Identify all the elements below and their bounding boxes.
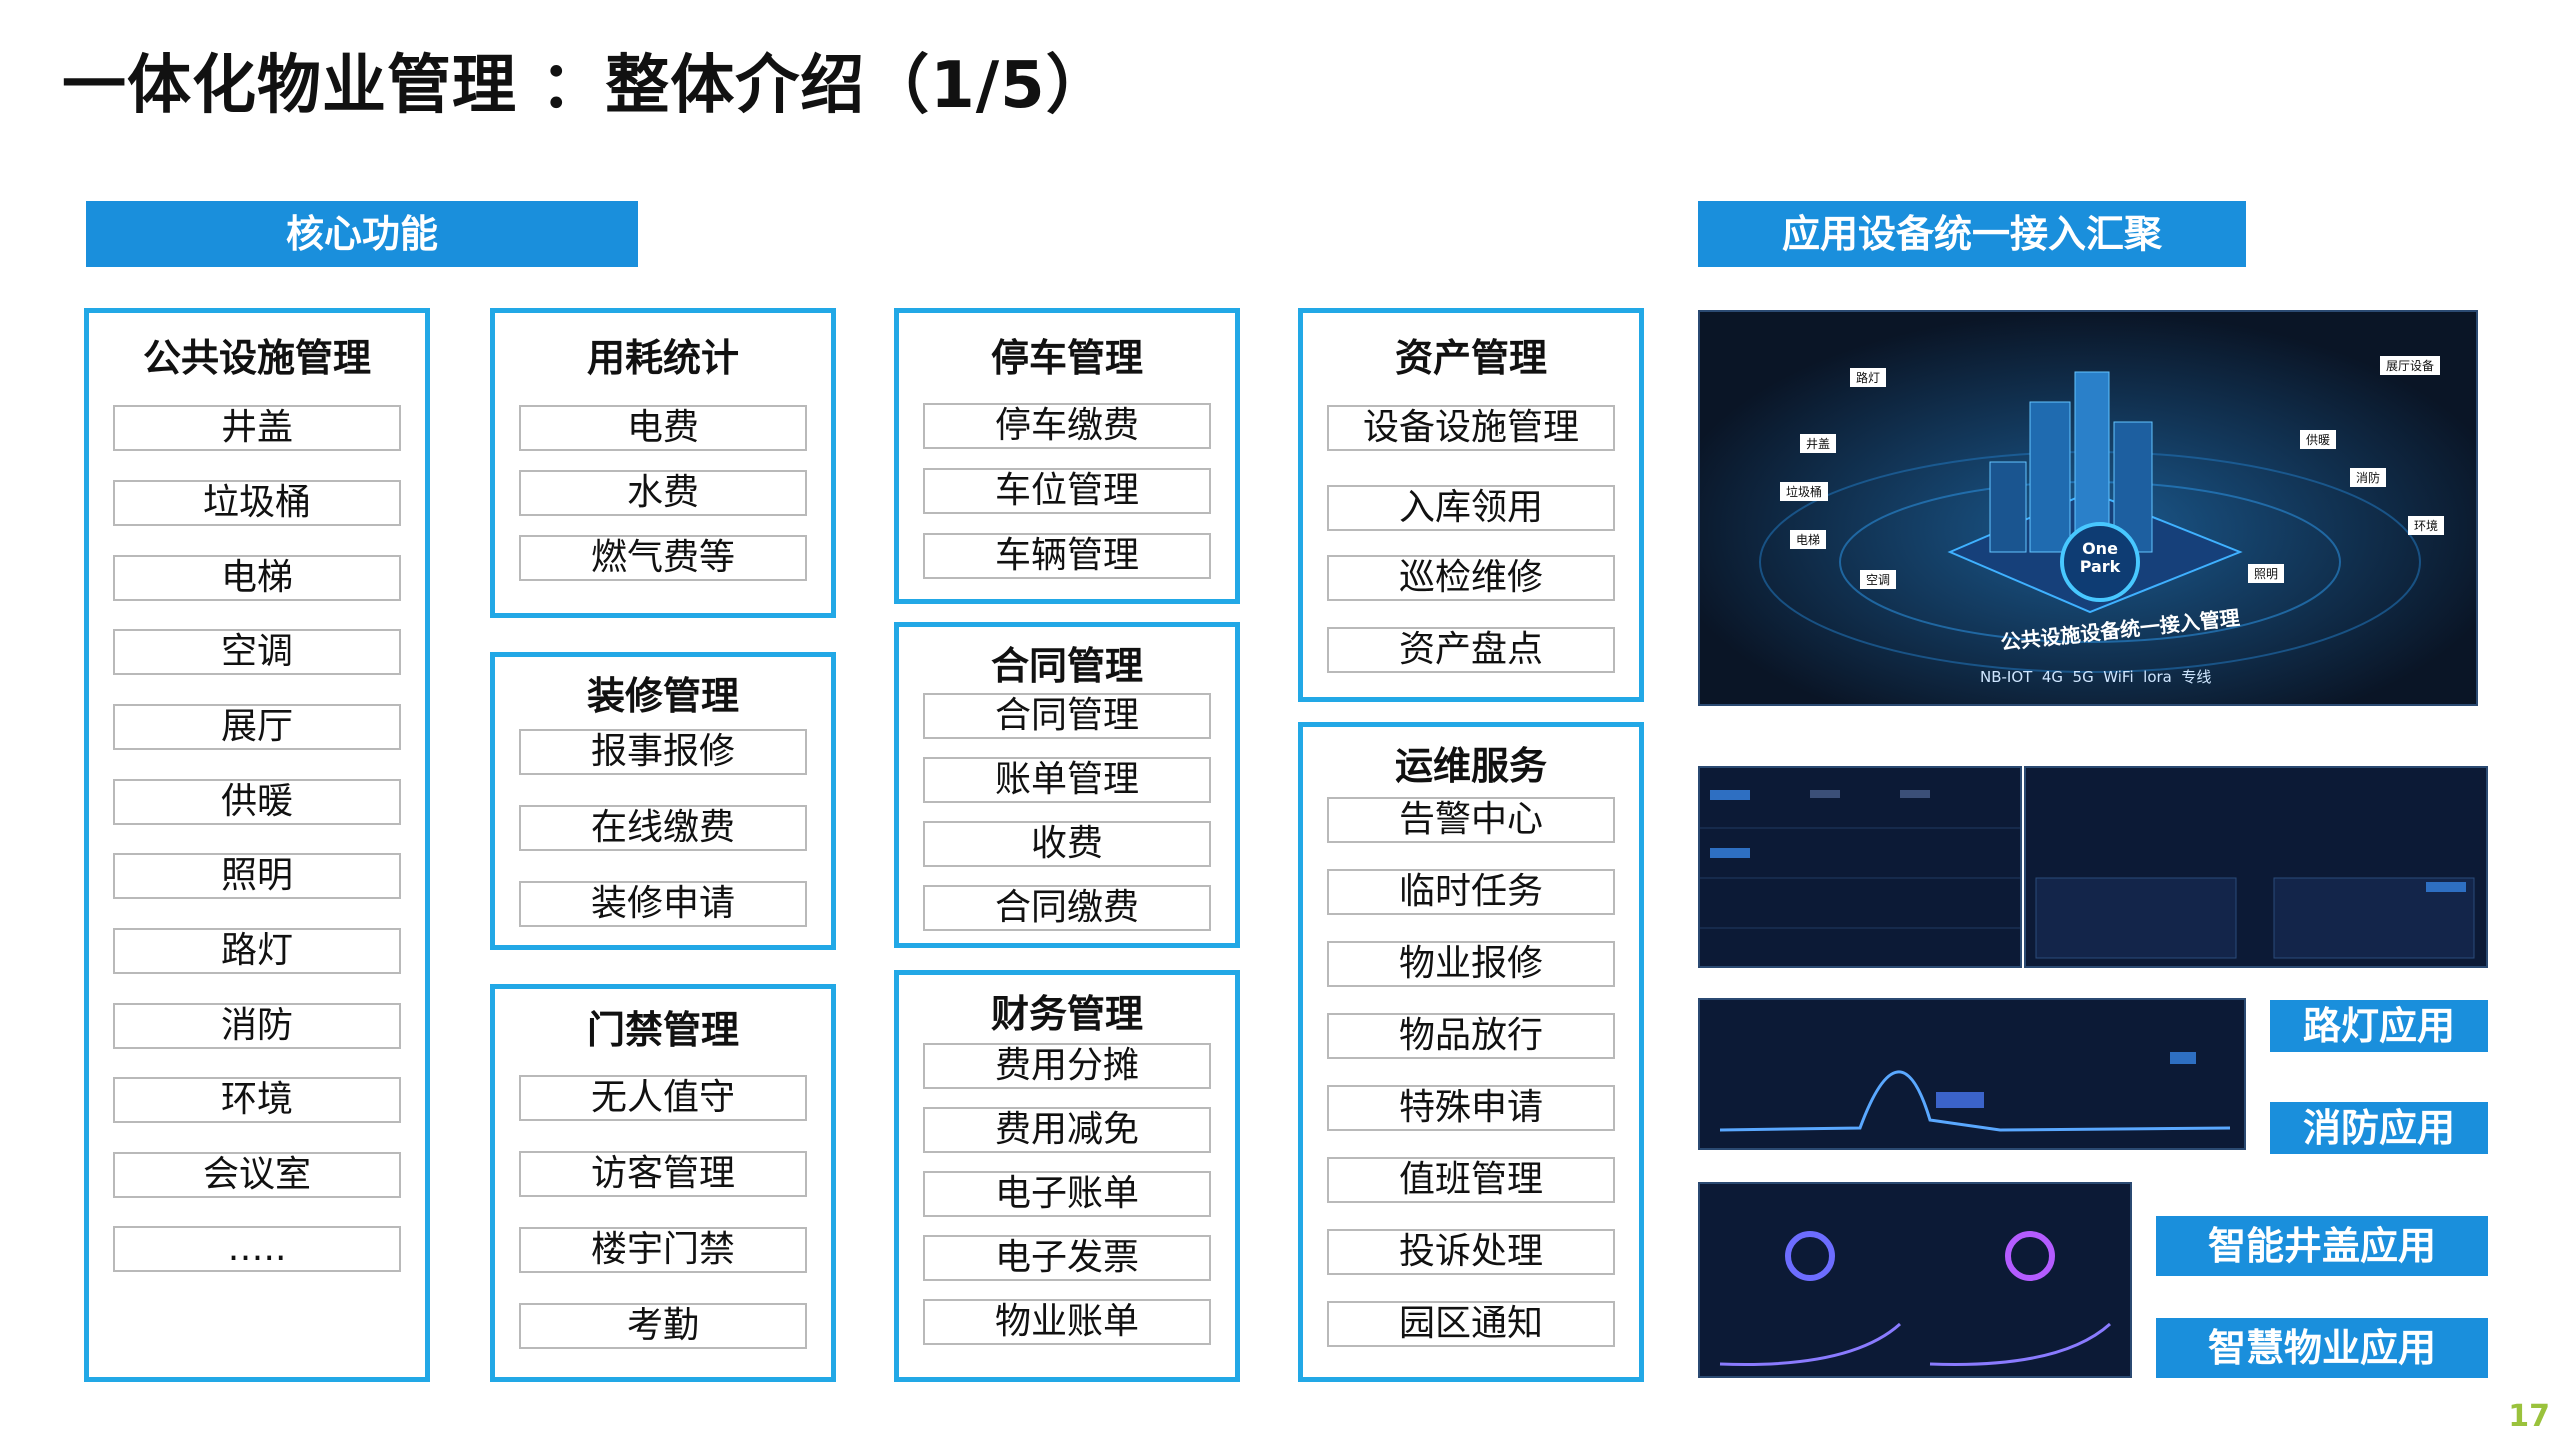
list-item[interactable]: 收费: [923, 821, 1211, 867]
list-item[interactable]: 空调: [113, 629, 401, 675]
protocol-list: NB-IOT 4G 5G WiFi lora 专线: [1980, 668, 2212, 686]
list-item[interactable]: 告警中心: [1327, 797, 1615, 843]
panel-title: 停车管理: [990, 336, 1143, 380]
list-item[interactable]: 停车缴费: [923, 403, 1211, 449]
list-item[interactable]: 电费: [519, 405, 807, 451]
list-item[interactable]: 电子发票: [923, 1235, 1211, 1281]
dashboard-graphic: [1700, 768, 2020, 966]
panel-public-facilities: 公共设施管理 井盖 垃圾桶 电梯 空调 展厅 供暖 照明 路灯 消防 环境 会议…: [84, 308, 430, 1382]
list-item[interactable]: 园区通知: [1327, 1301, 1615, 1347]
dashboard-graphic: [1700, 1000, 2244, 1148]
manhole-app-label: 智能井盖应用: [2156, 1216, 2488, 1276]
list-item[interactable]: 临时任务: [1327, 869, 1615, 915]
dashboard-graphic: [1700, 1184, 2130, 1376]
list-item[interactable]: 燃气费等: [519, 535, 807, 581]
streetlight-app-label: 路灯应用: [2270, 1000, 2488, 1052]
panel-title: 用耗统计: [586, 336, 739, 380]
device-label: 空调: [1860, 570, 1897, 589]
panel-renovation: 装修管理 报事报修 在线缴费 装修申请: [490, 652, 836, 950]
panel-assets: 资产管理 设备设施管理 入库领用 巡检维修 资产盘点: [1298, 308, 1644, 702]
list-item[interactable]: 特殊申请: [1327, 1085, 1615, 1131]
device-label: 展厅设备: [2380, 356, 2441, 375]
panel-consumption-stats: 用耗统计 电费 水费 燃气费等: [490, 308, 836, 618]
list-item[interactable]: 物品放行: [1327, 1013, 1615, 1059]
device-label: 路灯: [1850, 368, 1887, 387]
panel-parking: 停车管理 停车缴费 车位管理 车辆管理: [894, 308, 1240, 604]
list-item[interactable]: 展厅: [113, 704, 401, 750]
dashboard-thumbnail-3: [1698, 998, 2246, 1150]
panel-operations: 运维服务 告警中心 临时任务 物业报修 物品放行 特殊申请 值班管理 投诉处理 …: [1298, 722, 1644, 1382]
device-label: 供暖: [2300, 430, 2337, 449]
device-access-graphic: [1700, 312, 2476, 704]
dashboard-thumbnail-1: [1698, 766, 2022, 968]
list-item[interactable]: 值班管理: [1327, 1157, 1615, 1203]
page-number: 17: [2508, 1399, 2550, 1434]
fire-app-label: 消防应用: [2270, 1102, 2488, 1154]
panel-contracts: 合同管理 合同管理 账单管理 收费 合同缴费: [894, 622, 1240, 948]
device-label: 垃圾桶: [1780, 482, 1829, 501]
list-item[interactable]: 井盖: [113, 405, 401, 451]
list-item[interactable]: 环境: [113, 1077, 401, 1123]
list-item[interactable]: 会议室: [113, 1152, 401, 1198]
list-item[interactable]: 账单管理: [923, 757, 1211, 803]
list-item[interactable]: …..: [113, 1226, 401, 1272]
device-label: 环境: [2408, 516, 2445, 535]
list-item[interactable]: 路灯: [113, 928, 401, 974]
list-item[interactable]: 车位管理: [923, 468, 1211, 514]
list-item[interactable]: 资产盘点: [1327, 627, 1615, 673]
dashboard-thumbnail-4: [1698, 1182, 2132, 1378]
list-item[interactable]: 装修申请: [519, 881, 807, 927]
device-label: 消防: [2350, 468, 2387, 487]
panel-title: 运维服务: [1394, 744, 1547, 788]
list-item[interactable]: 供暖: [113, 779, 401, 825]
page-title: 一体化物业管理 ：整体介绍（1/5）: [62, 49, 1111, 123]
device-label: 照明: [2248, 564, 2285, 583]
list-item[interactable]: 电梯: [113, 555, 401, 601]
list-item[interactable]: 访客管理: [519, 1151, 807, 1197]
device-label: 井盖: [1800, 434, 1837, 453]
list-item[interactable]: 无人值守: [519, 1075, 807, 1121]
list-item[interactable]: 照明: [113, 853, 401, 899]
list-item[interactable]: 费用减免: [923, 1107, 1211, 1153]
list-item[interactable]: 电子账单: [923, 1171, 1211, 1217]
list-item[interactable]: 费用分摊: [923, 1043, 1211, 1089]
list-item[interactable]: 水费: [519, 470, 807, 516]
list-item[interactable]: 合同缴费: [923, 885, 1211, 931]
list-item[interactable]: 车辆管理: [923, 533, 1211, 579]
panel-title: 资产管理: [1394, 336, 1547, 380]
panel-access-control: 门禁管理 无人值守 访客管理 楼宇门禁 考勤: [490, 984, 836, 1382]
panel-title: 合同管理: [990, 644, 1143, 688]
list-item[interactable]: 入库领用: [1327, 485, 1615, 531]
dashboard-graphic: [2026, 768, 2486, 966]
panel-title: 装修管理: [586, 674, 739, 718]
list-item[interactable]: 在线缴费: [519, 805, 807, 851]
list-item[interactable]: 投诉处理: [1327, 1229, 1615, 1275]
center-line-2: Park: [2079, 557, 2121, 576]
device-access-illustration: One Park 公共设施设备统一接入管理 NB-IOT 4G 5G WiFi …: [1698, 310, 2478, 706]
device-access-banner: 应用设备统一接入汇聚: [1698, 201, 2246, 267]
one-park-label: One Park: [2072, 540, 2128, 576]
center-line-1: One: [2082, 539, 2118, 558]
list-item[interactable]: 巡检维修: [1327, 555, 1615, 601]
panel-title: 公共设施管理: [142, 336, 371, 380]
core-functions-banner: 核心功能: [86, 201, 638, 267]
list-item[interactable]: 考勤: [519, 1303, 807, 1349]
panel-title: 门禁管理: [586, 1008, 739, 1052]
panel-finance: 财务管理 费用分摊 费用减免 电子账单 电子发票 物业账单: [894, 970, 1240, 1382]
list-item[interactable]: 楼宇门禁: [519, 1227, 807, 1273]
list-item[interactable]: 垃圾桶: [113, 480, 401, 526]
property-app-label: 智慧物业应用: [2156, 1318, 2488, 1378]
list-item[interactable]: 物业账单: [923, 1299, 1211, 1345]
list-item[interactable]: 合同管理: [923, 693, 1211, 739]
list-item[interactable]: 报事报修: [519, 729, 807, 775]
dashboard-thumbnail-2: [2024, 766, 2488, 968]
panel-title: 财务管理: [990, 992, 1143, 1036]
device-label: 电梯: [1790, 530, 1827, 549]
list-item[interactable]: 消防: [113, 1003, 401, 1049]
list-item[interactable]: 物业报修: [1327, 941, 1615, 987]
list-item[interactable]: 设备设施管理: [1327, 405, 1615, 451]
